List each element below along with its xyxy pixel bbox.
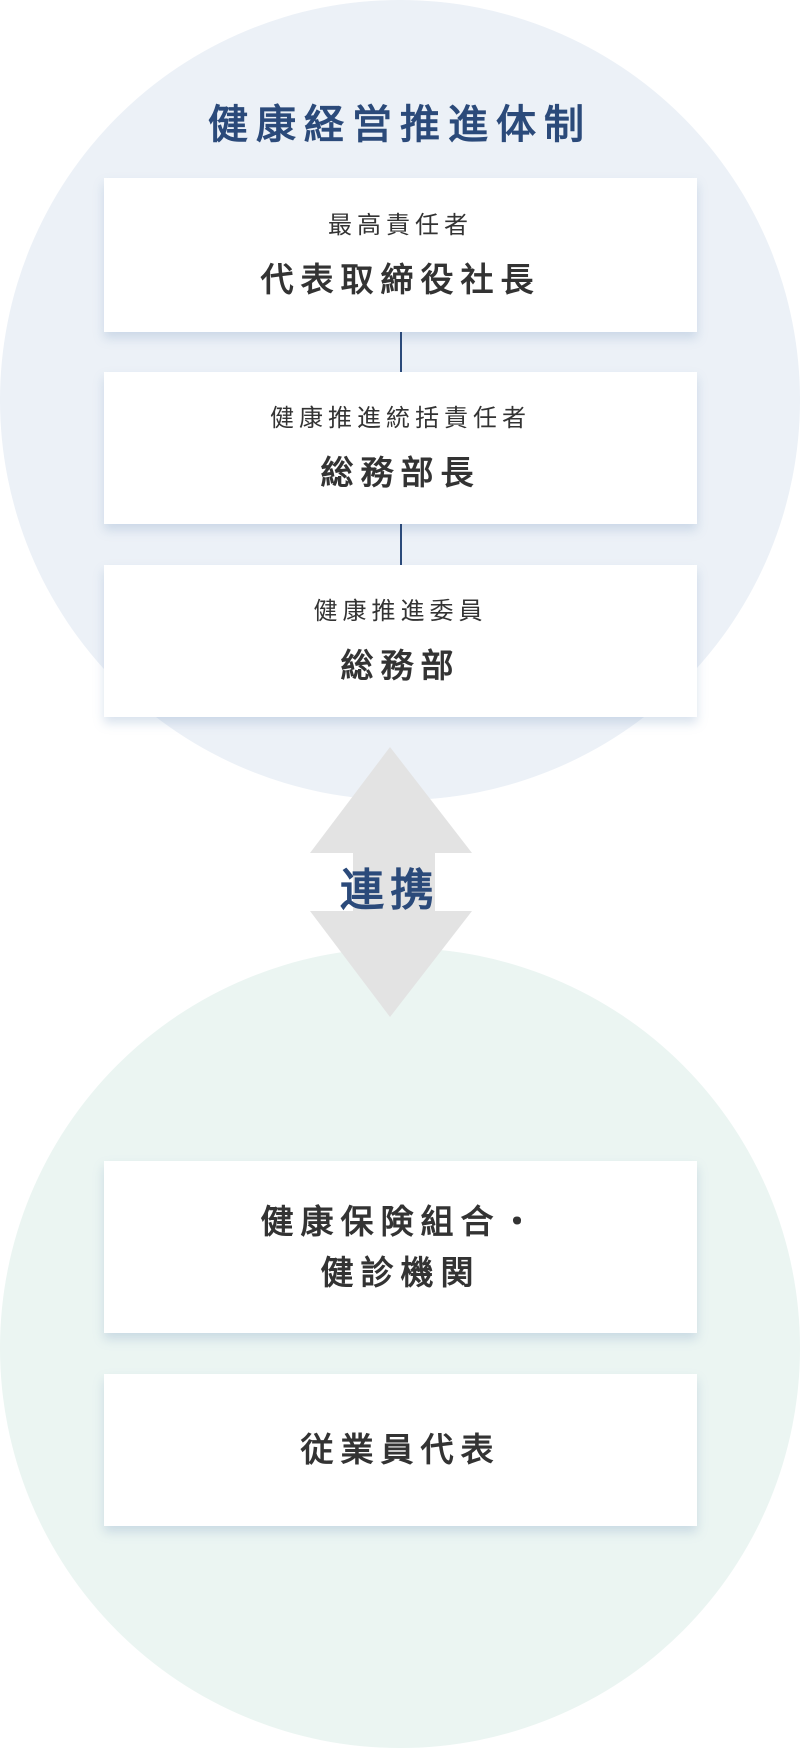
card-role: 最高責任者 (328, 210, 473, 239)
card-name: 総務部長 (320, 452, 481, 492)
card-name: 総務部 (340, 645, 461, 685)
diagram-title: 健康経営推進体制 (208, 102, 592, 148)
link-label: 連携 (340, 865, 440, 916)
card-employee-rep: 従業員代表 (104, 1374, 697, 1526)
card-health-insurance: 健康保険組合・ 健診機関 (104, 1161, 697, 1333)
card-name-line2: 健診機関 (320, 1253, 481, 1292)
card-chief-officer: 最高責任者 代表取締役社長 (104, 178, 697, 332)
external-partners-circle (0, 948, 800, 1748)
card-health-committee: 健康推進委員 総務部 (104, 565, 697, 717)
card-general-manager: 健康推進統括責任者 総務部長 (104, 372, 697, 524)
card-name: 従業員代表 (300, 1430, 501, 1470)
card-name: 代表取締役社長 (260, 259, 541, 299)
card-name-line1: 健康保険組合・ (260, 1201, 541, 1241)
connector-line (400, 332, 402, 372)
connector-line (400, 524, 402, 565)
card-role: 健康推進統括責任者 (270, 403, 531, 432)
card-role: 健康推進委員 (313, 596, 488, 625)
